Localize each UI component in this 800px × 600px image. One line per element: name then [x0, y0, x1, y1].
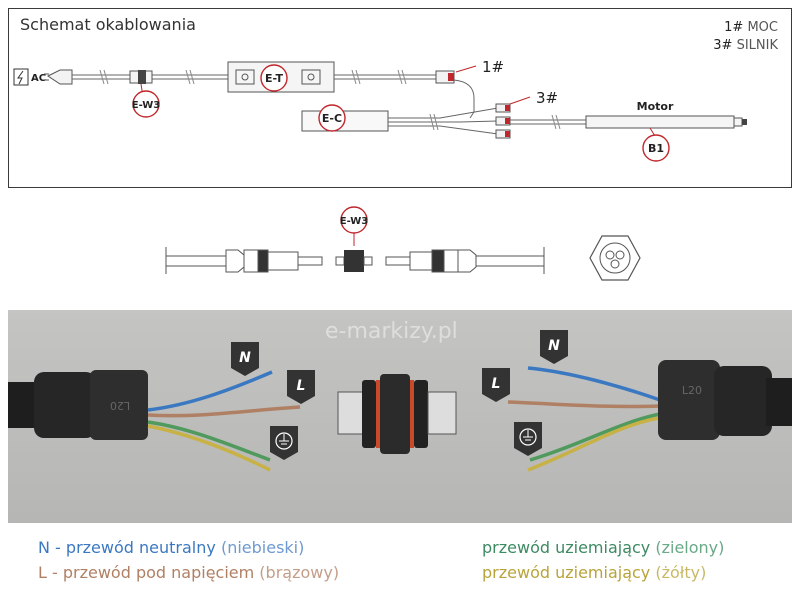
left-wires [147, 370, 301, 472]
neutral-code: N - [38, 538, 66, 557]
motor-label: Motor [637, 100, 674, 113]
tag-n-right: N [540, 330, 568, 364]
wire-legend-earth-green: przewód uziemiający (zielony) [482, 538, 724, 557]
wire-legend-live: L - przewód pod napięciem (brązowy) [38, 563, 339, 582]
legend-code: 3# [713, 38, 733, 53]
power-port-label: 1# [482, 58, 504, 76]
earth-yellow-color-name: (żółty) [655, 563, 707, 582]
tag-label: L [492, 376, 501, 392]
detail-marker: E-W3 [340, 206, 369, 246]
live-code: L - [38, 563, 63, 582]
left-cable-gland: L20 [8, 370, 148, 440]
ew3-marker: E-W3 [132, 90, 161, 118]
schema-title: Schemat okablowania [20, 15, 196, 34]
tag-n-left: N [231, 342, 259, 376]
right-wires [507, 366, 661, 472]
socket-face-icon [589, 235, 641, 281]
live-name: przewód pod napięciem [62, 563, 255, 582]
ac-source-icon: AC [13, 68, 46, 86]
right-cable-gland: L20 [658, 360, 792, 440]
motor-connectors [495, 96, 531, 139]
motor-cable [510, 114, 586, 130]
earth-green-color-name: (zielony) [655, 538, 725, 557]
connector-detail-diagram: E-W3 [165, 206, 641, 281]
right-gland-label: L20 [682, 384, 702, 397]
power-output-cable [334, 69, 450, 85]
live-color-name: (brązowy) [259, 563, 340, 582]
wiring-schema-diagram: AC E-W3 E-T [13, 58, 747, 162]
wire-legend-earth-yellow: przewód uziemiający (żółty) [482, 563, 706, 582]
motor-port-label: 3# [536, 89, 558, 107]
detail-marker-label: E-W3 [340, 216, 369, 227]
tag-label: N [239, 350, 251, 366]
b1-marker-label: B1 [648, 142, 664, 155]
ec-marker-label: E-C [322, 112, 342, 125]
tag-l-right: L [482, 368, 510, 402]
tag-label: L [297, 378, 306, 394]
ac-label: AC [31, 73, 46, 84]
motor-tube [585, 115, 747, 137]
tag-label: N [548, 338, 560, 354]
et-marker-label: E-T [265, 72, 283, 85]
tag-earth-right-icon [514, 422, 542, 456]
legend-text: SILNIK [736, 38, 778, 53]
earth-green-name: przewód uziemiający [482, 538, 651, 557]
neutral-color-name: (niebieski) [220, 538, 305, 557]
neutral-name: przewód neutralny [65, 538, 216, 557]
et-marker: E-T [260, 64, 288, 92]
power-plug [44, 69, 73, 85]
tag-l-left: L [287, 370, 315, 404]
legend-code: 1# [724, 20, 744, 35]
tag-earth-left-icon [270, 426, 298, 460]
ec-marker: E-C [318, 104, 346, 132]
center-coupler-photo [337, 374, 457, 454]
wiring-schema-frame [8, 8, 792, 188]
wire-legend-neutral: N - przewód neutralny (niebieski) [38, 538, 304, 557]
connector-photo-illustration: e-markizy.pl L20 L20 N [8, 319, 792, 472]
ew3-marker-label: E-W3 [132, 100, 161, 111]
detail-left-plug [165, 247, 323, 274]
watermark: e-markizy.pl [325, 319, 458, 344]
earth-yellow-name: przewód uziemiający [482, 563, 651, 582]
legend-item-motor: 3# SILNIK [713, 38, 778, 53]
legend-text: MOC [747, 20, 778, 35]
detail-right-plug [385, 247, 545, 274]
left-gland-label: L20 [110, 399, 130, 412]
b1-marker: B1 [642, 134, 670, 162]
legend-item-power: 1# MOC [724, 20, 778, 35]
ec-wires [388, 107, 499, 135]
detail-center-coupler [335, 250, 373, 272]
